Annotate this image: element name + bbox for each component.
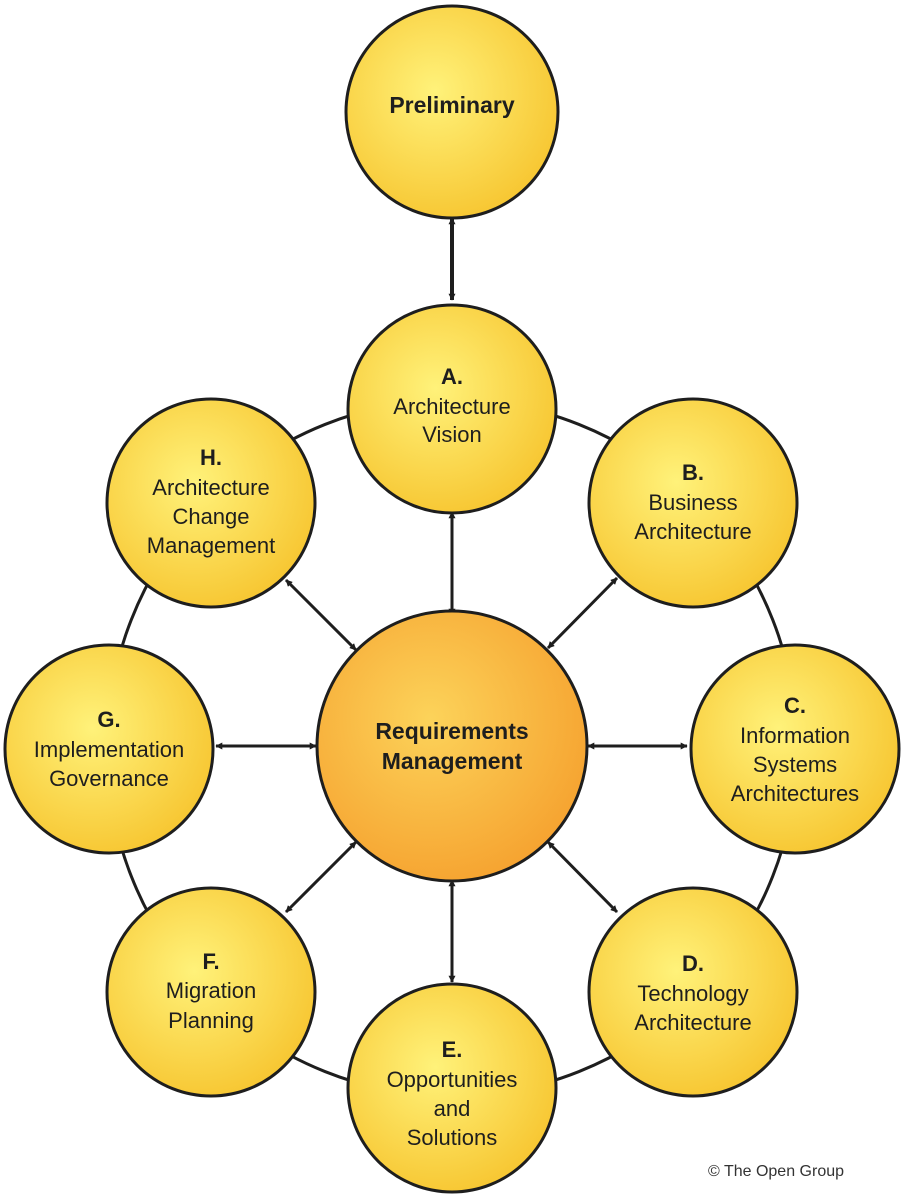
phase-a-architecture-vision[interactable]: A. Architecture Vision [346, 303, 558, 515]
phase-f-migration-planning[interactable]: F. Migration Planning [105, 886, 317, 1098]
center-line2: Management [382, 748, 523, 774]
preliminary-label: Preliminary [389, 92, 514, 118]
phase-b-business-architecture[interactable]: B. Business Architecture [587, 397, 799, 609]
phase-a-line1: Architecture [393, 394, 510, 419]
phase-g-implementation-governance[interactable]: G. Implementation Governance [3, 643, 215, 855]
phase-a-line2: Vision [422, 422, 482, 447]
phase-d-line2: Architecture [634, 1010, 751, 1035]
phase-c-line3: Architectures [731, 781, 859, 806]
requirements-management-hub[interactable]: Requirements Management [315, 609, 589, 883]
phase-e-line3: Solutions [407, 1125, 498, 1150]
phase-b-line2: Architecture [634, 519, 751, 544]
phase-c-line2: Systems [753, 752, 837, 777]
arrow-b-center [546, 576, 619, 650]
phase-preliminary[interactable]: Preliminary [344, 4, 560, 220]
phase-b-line1: Business [648, 490, 737, 515]
phase-e-line1: Opportunities [387, 1067, 518, 1092]
phase-a-letter: A. [441, 364, 463, 389]
phase-d-letter: D. [682, 951, 704, 976]
phase-h-letter: H. [200, 445, 222, 470]
phase-d-technology-architecture[interactable]: D. Technology Architecture [587, 886, 799, 1098]
phase-d-line1: Technology [637, 981, 748, 1006]
phase-h-line3: Management [147, 533, 275, 558]
phase-f-line2: Planning [168, 1008, 254, 1033]
phase-h-architecture-change-management[interactable]: H. Architecture Change Management [105, 397, 317, 609]
arrows [215, 217, 688, 983]
phase-e-letter: E. [442, 1037, 463, 1062]
phase-b-letter: B. [682, 460, 704, 485]
phase-f-letter: F. [202, 949, 219, 974]
phase-f-line1: Migration [166, 978, 256, 1003]
phase-c-line1: Information [740, 723, 850, 748]
center-line1: Requirements [375, 718, 528, 744]
phase-e-opportunities-and-solutions[interactable]: E. Opportunities and Solutions [346, 982, 558, 1194]
arrow-h-center [284, 578, 358, 652]
phase-g-line1: Implementation [34, 737, 184, 762]
arrow-f-center [284, 840, 358, 914]
copyright-notice: © The Open Group [708, 1163, 845, 1180]
phase-g-line2: Governance [49, 766, 169, 791]
phase-g-letter: G. [97, 707, 120, 732]
arrow-d-center [546, 840, 619, 914]
phase-e-line2: and [434, 1096, 471, 1121]
phase-h-line2: Change [172, 504, 249, 529]
phase-h-line1: Architecture [152, 475, 269, 500]
phase-c-letter: C. [784, 693, 806, 718]
phase-c-information-systems-architectures[interactable]: C. Information Systems Architectures [689, 643, 901, 855]
